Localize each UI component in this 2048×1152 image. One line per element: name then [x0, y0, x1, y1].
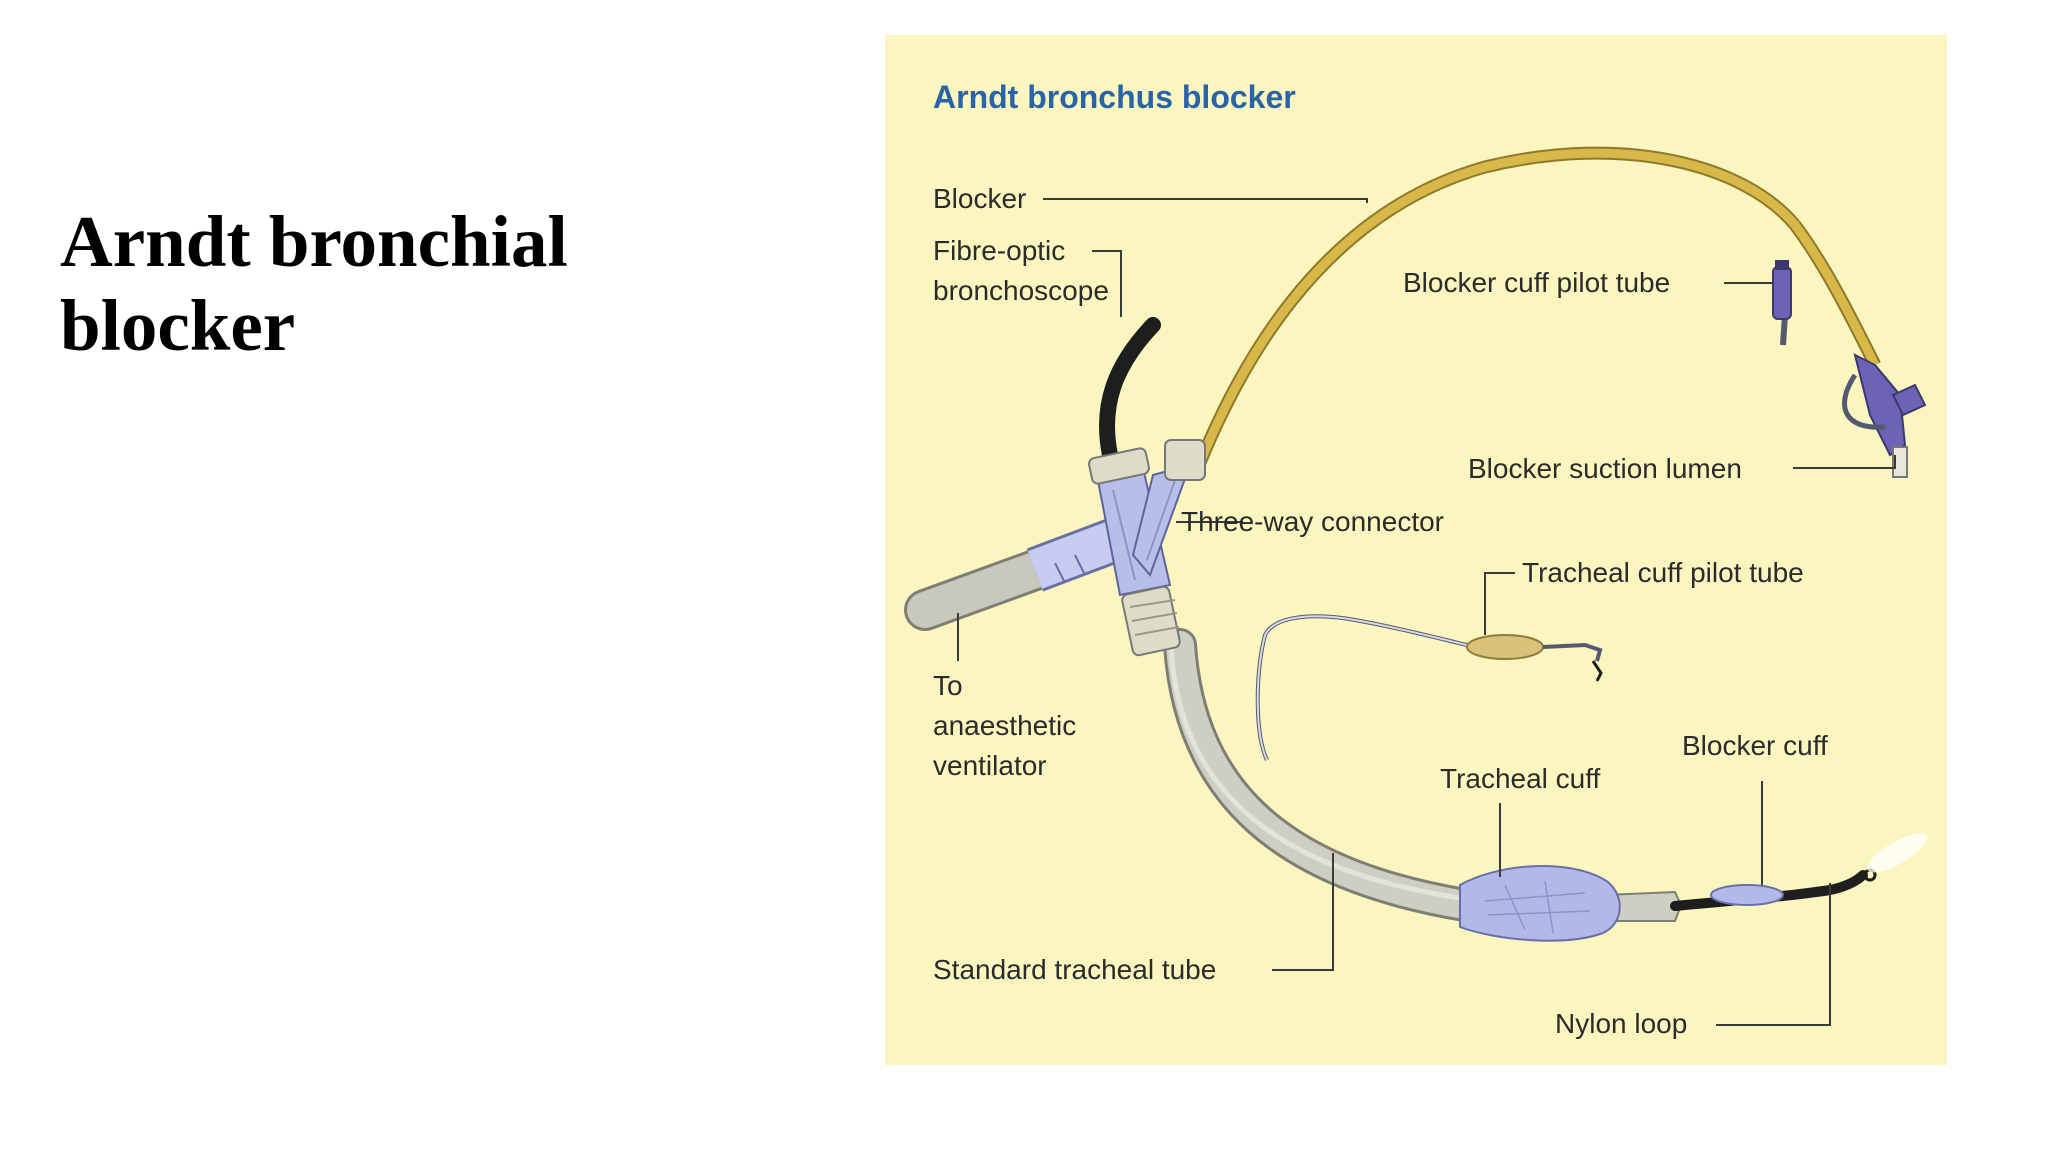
tracheal-cuff — [1459, 865, 1621, 942]
label-fibre-optic-line-2: bronchoscope — [933, 275, 1109, 306]
blocker-cuff-balloon — [1710, 884, 1784, 906]
blocker-hub — [1772, 260, 1927, 478]
slide-title: Arndt bronchial blocker — [60, 200, 760, 368]
diagram-canvas: Arndt bronchus blocker — [885, 35, 1947, 1065]
label-fibre-optic-line-1: Fibre-optic — [933, 235, 1065, 266]
blocker-tube — [1188, 146, 1881, 478]
blocker-cuff-pilot-valve — [1772, 266, 1792, 320]
label-blocker-suction-lumen: Blocker suction lumen — [1468, 453, 1742, 484]
label-three-way-connector: Three-way connector — [1181, 506, 1444, 537]
diagram-title: Arndt bronchus blocker — [933, 79, 1296, 115]
slide-title-line-2: blocker — [60, 285, 296, 366]
label-tracheal-cuff: Tracheal cuff — [1440, 763, 1601, 794]
label-blocker-cuff: Blocker cuff — [1682, 730, 1828, 761]
light-glow — [1867, 833, 1927, 873]
tracheal-pilot-tube — [1255, 614, 1603, 761]
arndt-blocker-diagram: Arndt bronchus blocker — [885, 35, 1947, 1065]
label-nylon-loop: Nylon loop — [1555, 1008, 1687, 1039]
label-blocker-cuff-pilot-tube: Blocker cuff pilot tube — [1403, 267, 1670, 298]
slide-title-line-1: Arndt bronchial — [60, 201, 568, 282]
three-way-connector — [1088, 439, 1206, 657]
blocker-distal — [1670, 833, 1927, 911]
label-ventilator-line-2: anaesthetic — [933, 710, 1076, 741]
label-standard-tracheal-tube: Standard tracheal tube — [933, 954, 1216, 985]
label-blocker: Blocker — [933, 183, 1026, 214]
leader-lines — [957, 198, 1896, 1026]
label-ventilator-line-3: ventilator — [933, 750, 1047, 781]
pilot-balloon — [1466, 634, 1544, 660]
label-ventilator-line-1: To — [933, 670, 963, 701]
ventilator-port — [904, 516, 1129, 631]
fibre-optic-bronchoscope — [1099, 317, 1161, 463]
tracheal-tube — [1163, 628, 1683, 922]
label-tracheal-cuff-pilot-tube: Tracheal cuff pilot tube — [1522, 557, 1804, 588]
